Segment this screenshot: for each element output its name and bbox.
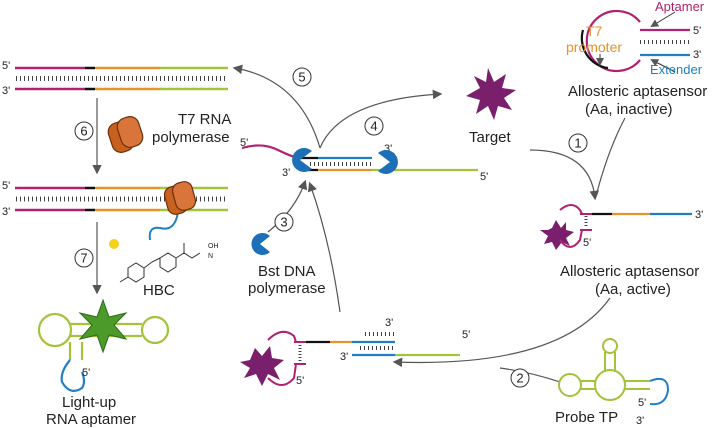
label-3prime: 3': [340, 351, 348, 363]
lightup-label-1: Light-up: [62, 394, 116, 411]
bst-label-1: Bst DNA: [258, 263, 316, 280]
t7-polymerase-bound: [163, 181, 197, 215]
probe-label: Probe TP: [555, 409, 618, 426]
t7-rna-label-2: polymerase: [152, 129, 230, 146]
t7-label: T7: [586, 23, 603, 39]
label-5prime: 5': [2, 180, 10, 192]
aa-inactive-label-1: Allosteric aptasensor: [568, 83, 707, 100]
hbc-molecule: N OH: [109, 239, 219, 283]
step-7: 7: [74, 248, 94, 268]
center-duplex: 5' 3' 3' 5': [240, 137, 488, 183]
label-5prime: 5': [462, 329, 470, 341]
label-3prime: 3': [2, 206, 10, 218]
aa-inactive-label-2: (Aa, inactive): [585, 101, 673, 118]
svg-text:7: 7: [80, 251, 87, 266]
label-3prime: 3': [693, 49, 701, 61]
svg-text:OH: OH: [208, 243, 219, 250]
step-6: 6: [74, 121, 94, 141]
step-4: 4: [364, 116, 384, 136]
dsdna-transcription: 5' 3': [2, 180, 228, 241]
target-icon: [466, 68, 516, 120]
t7-rna-label-1: T7 RNA: [178, 111, 231, 128]
aa-inactive: [580, 9, 690, 73]
label-5prime: 5': [2, 60, 10, 72]
bst-polymerase-icon: [251, 233, 270, 255]
step-2: 2: [510, 368, 530, 388]
step-3: 3: [274, 212, 294, 232]
label-5prime: 5': [638, 397, 646, 409]
label-3prime: 3': [384, 143, 392, 155]
aa-active-label-2: (Aa, active): [595, 281, 671, 298]
promoter-label: promoter: [566, 39, 622, 55]
lightup-label-2: RNA aptamer: [46, 411, 136, 428]
label-5prime: 5': [82, 367, 90, 379]
svg-text:N: N: [208, 253, 213, 260]
label-5prime: 5': [480, 171, 488, 183]
lightup-rna-aptamer: 5': [37, 298, 170, 393]
label-5prime: 5': [240, 137, 248, 149]
label-3prime: 3': [282, 167, 290, 179]
label-5prime: 5': [296, 375, 304, 387]
label-5prime: 5': [583, 237, 591, 249]
aptamer-label: Aptamer: [655, 0, 705, 14]
svg-text:2: 2: [516, 371, 523, 386]
label-5prime: 5': [693, 25, 701, 37]
hbc-label: HBC: [143, 282, 175, 299]
extender-label: Extender: [650, 62, 703, 77]
step-1: 1: [568, 133, 588, 153]
aa-active-label-1: Allosteric aptasensor: [560, 263, 699, 280]
probe-tp: 5' 3': [558, 338, 670, 427]
bst-label-2: polymerase: [248, 280, 326, 297]
step-5: 5: [292, 67, 312, 87]
svg-text:6: 6: [80, 124, 87, 139]
lower-complex: 5' 3' 3' 5': [240, 317, 470, 387]
svg-text:4: 4: [370, 119, 377, 134]
label-3prime: 3': [2, 85, 10, 97]
label-3prime: 3': [636, 415, 644, 427]
svg-text:3: 3: [280, 215, 287, 230]
t7-polymerase-icon: [107, 116, 144, 153]
dsdna-top-left: 5' 3': [2, 60, 228, 97]
target-label: Target: [469, 129, 512, 146]
svg-text:1: 1: [574, 136, 581, 151]
label-3prime: 3': [385, 317, 393, 329]
svg-text:5: 5: [298, 70, 305, 85]
label-3prime: 3': [695, 209, 703, 221]
aa-active: 5' 3': [540, 204, 703, 250]
